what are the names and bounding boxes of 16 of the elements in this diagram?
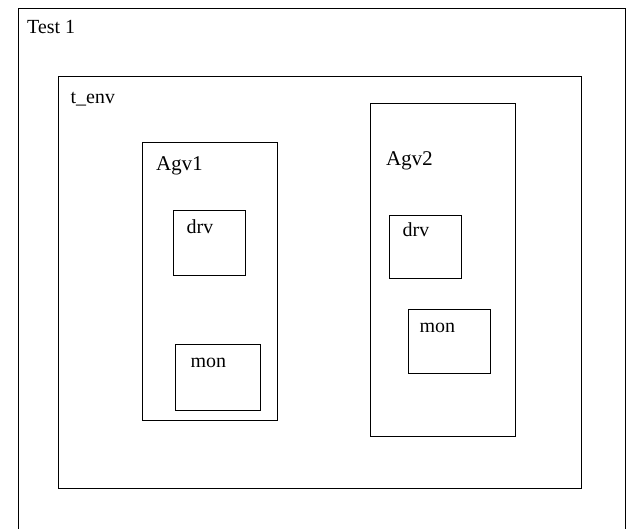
component-box [388,214,462,278]
container-box [58,76,582,488]
box-label: t_env [70,84,115,108]
component-box [408,308,490,374]
component-box [370,103,516,437]
box-label: mon [420,314,456,338]
box-label: Agv1 [156,151,203,176]
component-box [174,344,260,410]
box-label: drv [186,214,214,238]
box-label: Test 1 [27,15,76,39]
component-box [142,142,278,421]
component-box [172,210,246,276]
outer-frame [18,8,626,529]
box-label: Agv2 [386,146,433,172]
box-label: mon [190,348,226,372]
box-label: drv [402,218,430,242]
